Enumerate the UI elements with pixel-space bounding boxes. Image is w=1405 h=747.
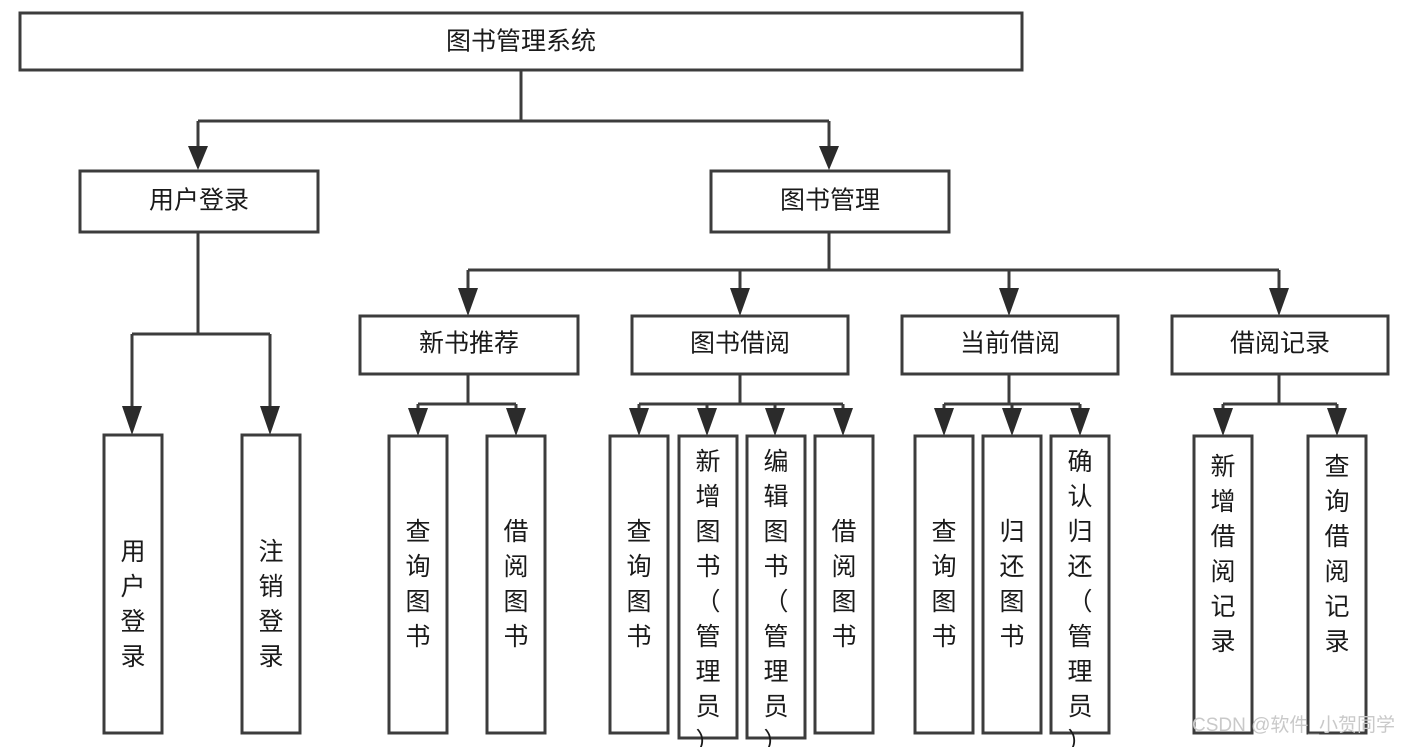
node-book-manage-box[interactable] [709, 169, 951, 234]
leaf-node[interactable]: 查询图书 [387, 434, 449, 735]
leaf-nbr-borrow-book-label: 借阅图书 [503, 518, 528, 651]
node-book-borrow-label: 图书借阅 [690, 330, 790, 358]
node-new-book-recommend-label: 新书推荐 [419, 330, 519, 358]
node-borrow-record[interactable]: 借阅记录 [1170, 314, 1390, 376]
leaf-cb-return-book-box[interactable] [981, 434, 1043, 735]
leaf-logout-box[interactable] [240, 433, 302, 735]
node-book-manage[interactable]: 图书管理 [709, 169, 951, 234]
arrow-head-leaf-br-2 [1327, 408, 1347, 436]
leaf-logout-label: 注销登录 [258, 538, 283, 671]
leaf-node[interactable]: 归还图书 [981, 434, 1043, 735]
leaf-node[interactable]: 借阅图书 [813, 434, 875, 735]
leaf-node[interactable]: 注销登录 [240, 433, 302, 735]
leaf-node[interactable]: 查询图书 [608, 434, 670, 735]
arrow-head-leaf-bb-1 [629, 408, 649, 436]
node-borrow-record-box[interactable] [1170, 314, 1390, 376]
leaf-node[interactable]: 借阅图书 [485, 434, 547, 735]
leaf-node[interactable]: 新增借阅记录 [1192, 434, 1254, 735]
leaf-cb-query-book-box[interactable] [913, 434, 975, 735]
leaf-bb-query-book-label: 查询图书 [626, 518, 651, 651]
arrow-head-borrow-record [1269, 288, 1289, 316]
leaf-node[interactable]: 确认归还（管理员） [1049, 434, 1111, 747]
leaf-node[interactable]: 查询图书 [913, 434, 975, 735]
arrow-head-book-borrow [730, 288, 750, 316]
node-current-borrow-box[interactable] [900, 314, 1120, 376]
leaf-br-query-record-box[interactable] [1306, 434, 1368, 735]
leaf-bb-borrow-book-label: 借阅图书 [831, 518, 856, 651]
leaf-nbr-query-book-label: 查询图书 [405, 518, 430, 651]
arrow-head-book-manage [819, 146, 839, 170]
leaf-bb-edit-book-box[interactable] [745, 434, 807, 740]
arrow-head-leaf-cb-1 [934, 408, 954, 436]
leaf-nbr-borrow-book-box[interactable] [485, 434, 547, 735]
node-current-borrow-label: 当前借阅 [960, 330, 1060, 358]
node-book-manage-label: 图书管理 [780, 187, 880, 215]
node-new-book-recommend-box[interactable] [358, 314, 580, 376]
leaf-br-add-record-label: 新增借阅记录 [1210, 453, 1235, 656]
leaf-cb-confirm-return-box[interactable] [1049, 434, 1111, 735]
arrow-head-leaf-bb-4 [833, 408, 853, 436]
node-root-label: 图书管理系统 [446, 28, 596, 56]
leaf-bb-borrow-book-box[interactable] [813, 434, 875, 735]
leaf-node[interactable]: 查询借阅记录 [1306, 434, 1368, 735]
connector-layer [122, 70, 1347, 436]
node-user-login[interactable]: 用户登录 [78, 169, 320, 234]
leaf-br-query-record-label: 查询借阅记录 [1324, 453, 1349, 656]
leaf-bb-add-book-label: 新增图书（管理员） [695, 448, 720, 747]
leaf-cb-confirm-return-label: 确认归还（管理员） [1067, 448, 1092, 747]
arrow-head-current-borrow [999, 288, 1019, 316]
arrow-head-leaf-bb-2 [697, 408, 717, 436]
arrow-head-leaf-bb-3 [765, 408, 785, 436]
leaf-node[interactable]: 用户登录 [102, 433, 164, 735]
node-book-borrow[interactable]: 图书借阅 [630, 314, 850, 376]
node-new-book-recommend[interactable]: 新书推荐 [358, 314, 580, 376]
leaf-cb-return-book-label: 归还图书 [999, 518, 1024, 651]
leaf-user-login-box[interactable] [102, 433, 164, 735]
arrow-head-leaf-user-login-2 [260, 406, 280, 435]
node-root-box[interactable] [18, 11, 1024, 72]
leaf-bb-add-book-box[interactable] [677, 434, 739, 740]
node-user-login-box[interactable] [78, 169, 320, 234]
leaf-nbr-query-book-box[interactable] [387, 434, 449, 735]
arrow-head-leaf-nbr-1 [408, 408, 428, 436]
arrow-head-user-login [188, 146, 208, 170]
arrow-head-leaf-nbr-2 [506, 408, 526, 436]
leaf-user-login-label: 用户登录 [120, 538, 145, 671]
node-book-borrow-box[interactable] [630, 314, 850, 376]
arrow-head-leaf-user-login-1 [122, 406, 142, 435]
node-current-borrow[interactable]: 当前借阅 [900, 314, 1120, 376]
csdn-watermark: CSDN @软件_小贺同学 [1192, 714, 1395, 736]
node-borrow-record-label: 借阅记录 [1230, 330, 1330, 358]
leaf-bb-edit-book-label: 编辑图书（管理员） [763, 448, 788, 747]
arrow-head-new-book-recommend [458, 288, 478, 316]
node-user-login-label: 用户登录 [149, 187, 249, 215]
node-root[interactable]: 图书管理系统 [18, 11, 1024, 72]
arrow-head-leaf-cb-3 [1070, 408, 1090, 436]
leaf-node[interactable]: 编辑图书（管理员） [745, 434, 807, 747]
leaf-node[interactable]: 新增图书（管理员） [677, 434, 739, 747]
arrow-head-leaf-br-1 [1213, 408, 1233, 436]
leaf-cb-query-book-label: 查询图书 [931, 518, 956, 651]
leaf-br-add-record-box[interactable] [1192, 434, 1254, 735]
leaf-bb-query-book-box[interactable] [608, 434, 670, 735]
arrow-head-leaf-cb-2 [1002, 408, 1022, 436]
